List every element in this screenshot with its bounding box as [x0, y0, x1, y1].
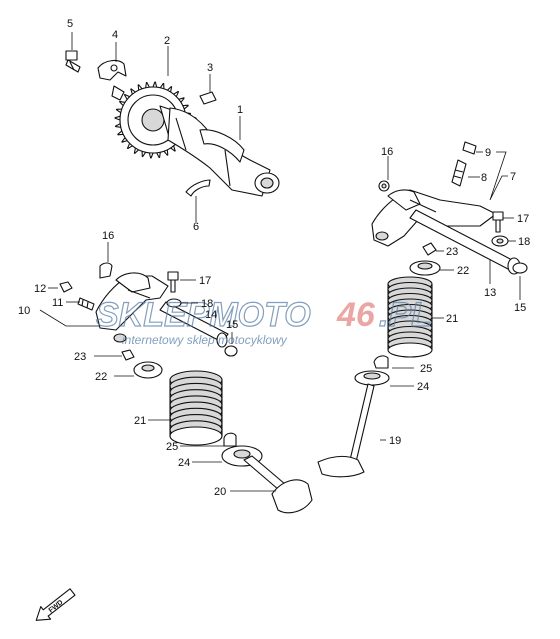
callout-24-right: 24: [417, 381, 429, 393]
callout-10: 10: [18, 305, 30, 317]
callout-24-left: 24: [178, 457, 190, 469]
callout-3: 3: [207, 62, 213, 74]
adjust-screw-left: [77, 297, 95, 311]
spring-outline: [387, 284, 433, 350]
rocker-arm-left: [95, 262, 169, 343]
callout-6: 6: [193, 221, 199, 233]
callout-8: 8: [481, 172, 487, 184]
valve-spring-21-right: [387, 276, 433, 358]
callout-22-left: 22: [95, 371, 107, 383]
callout-19: 19: [389, 435, 401, 447]
lock-nut-right: [462, 141, 477, 155]
watermark-brand: SKLEPMOTO: [96, 296, 311, 334]
callout-9: 9: [485, 147, 491, 159]
rocker-shaft-left: [159, 301, 229, 348]
callout-16-left: 16: [102, 230, 114, 242]
spring-coil: [387, 342, 433, 358]
o-ring-15-left: [224, 345, 238, 357]
camshaft-plate: [97, 59, 127, 101]
washer-18-right: [491, 235, 509, 247]
callout-13: 13: [484, 287, 496, 299]
callout-18-right: 18: [518, 236, 530, 248]
callout-22-right: 22: [457, 265, 469, 277]
callout-15-left: 15: [226, 319, 238, 331]
o-ring-15-right: [512, 262, 528, 274]
spring-seat-22-right: [409, 260, 441, 276]
rocker-arm-right: [371, 180, 497, 247]
valve-spring-21-left: [169, 370, 223, 446]
callout-7: 7: [510, 171, 516, 183]
cotter-25-right: [373, 355, 389, 369]
watermark: SKLEPMOTO 46 .PL internetowy sklep motoc…: [95, 295, 432, 347]
cotter-25-left: [223, 432, 237, 447]
callout-18-left: 18: [201, 298, 213, 310]
callout-23-left: 23: [74, 351, 86, 363]
callout-5: 5: [67, 18, 73, 30]
callout-1: 1: [237, 104, 243, 116]
watermark-tagline: internetowy sklep motocyklowy: [122, 333, 288, 347]
adjust-screw-right: [451, 159, 467, 187]
valve-20-left: [243, 455, 313, 514]
callout-4: 4: [112, 29, 118, 41]
callout-15-right: 15: [514, 302, 526, 314]
retaining-ring: [185, 179, 211, 197]
callout-2: 2: [164, 35, 170, 47]
callout-17-right: 17: [517, 213, 529, 225]
callout-23-right: 23: [446, 246, 458, 258]
lock-nut-left: [59, 281, 73, 293]
valve-19-right: [317, 383, 375, 478]
fwd-arrow-icon: FWD: [35, 588, 76, 621]
callout-14: 14: [205, 309, 217, 321]
shaft-bolt-right: [492, 211, 504, 233]
callout-25-left: 25: [166, 441, 178, 453]
nut-23-right: [422, 242, 437, 256]
watermark-brand-suffix: .PL: [379, 296, 432, 334]
watermark-brand-number: 46: [336, 296, 376, 334]
leader-lines: [39, 32, 521, 492]
callout-16-right: 16: [381, 146, 393, 158]
spring-seat-22-left: [133, 361, 163, 379]
shaft-bolt-left: [167, 271, 179, 293]
callout-25-right: 25: [420, 363, 432, 375]
camshaft-bolt: [65, 50, 81, 73]
camshaft: [159, 105, 280, 197]
callout-20: 20: [214, 486, 226, 498]
nut-23-left: [121, 349, 135, 361]
callout-17-left: 17: [199, 275, 211, 287]
spring-outline: [169, 380, 223, 436]
callout-12: 12: [34, 283, 46, 295]
callout-11: 11: [52, 297, 63, 309]
callout-21-left: 21: [134, 415, 146, 427]
retainer-24-right: [354, 370, 390, 386]
callout-21-right: 21: [446, 313, 458, 325]
callout-labels: 5 4 2 3 1 6 16 9 8 7 17 18 23 22 13 15 2…: [18, 18, 530, 498]
dowel-pin: [199, 91, 217, 105]
fwd-label: FWD: [48, 599, 65, 614]
